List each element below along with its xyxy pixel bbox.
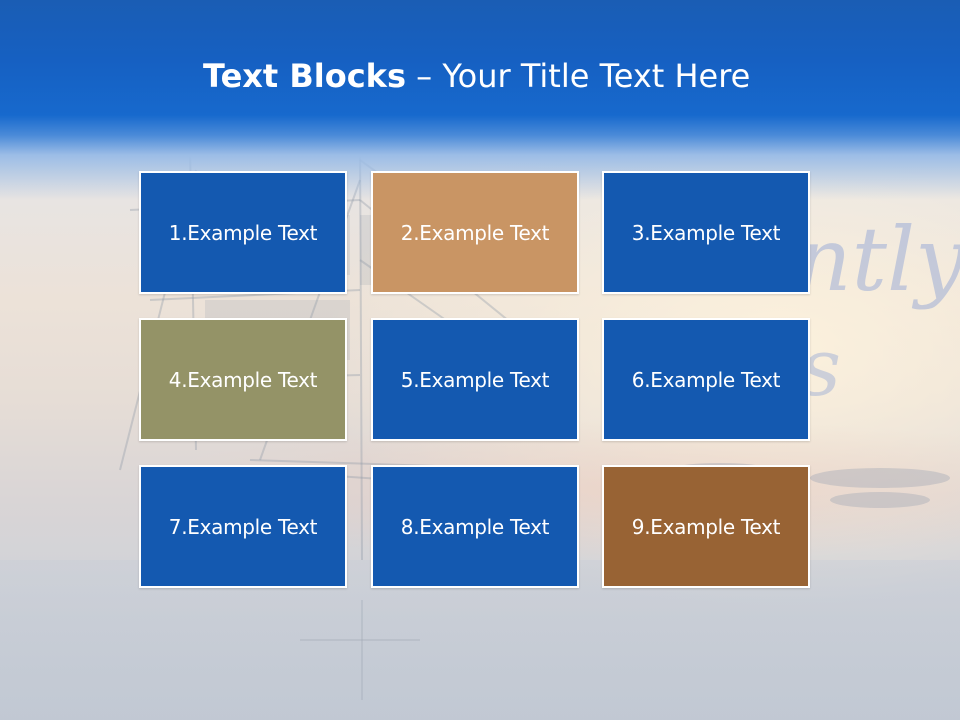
header-band: [0, 0, 960, 200]
watermark-text-line1: ntly: [795, 208, 960, 311]
text-block-2[interactable]: 2.Example Text: [371, 171, 579, 294]
text-block-3[interactable]: 3.Example Text: [602, 171, 810, 294]
title-bold-part: Text Blocks: [203, 57, 406, 95]
text-block-5[interactable]: 5.Example Text: [371, 318, 579, 441]
text-block-8[interactable]: 8.Example Text: [371, 465, 579, 588]
slide-title[interactable]: Text Blocks – Your Title Text Here: [203, 52, 750, 100]
title-rest-part: – Your Title Text Here: [406, 57, 751, 95]
text-block-9[interactable]: 9.Example Text: [602, 465, 810, 588]
text-block-1[interactable]: 1.Example Text: [139, 171, 347, 294]
text-block-4[interactable]: 4.Example Text: [139, 318, 347, 441]
water-reflection: [300, 600, 420, 700]
text-block-6[interactable]: 6.Example Text: [602, 318, 810, 441]
text-block-7[interactable]: 7.Example Text: [139, 465, 347, 588]
